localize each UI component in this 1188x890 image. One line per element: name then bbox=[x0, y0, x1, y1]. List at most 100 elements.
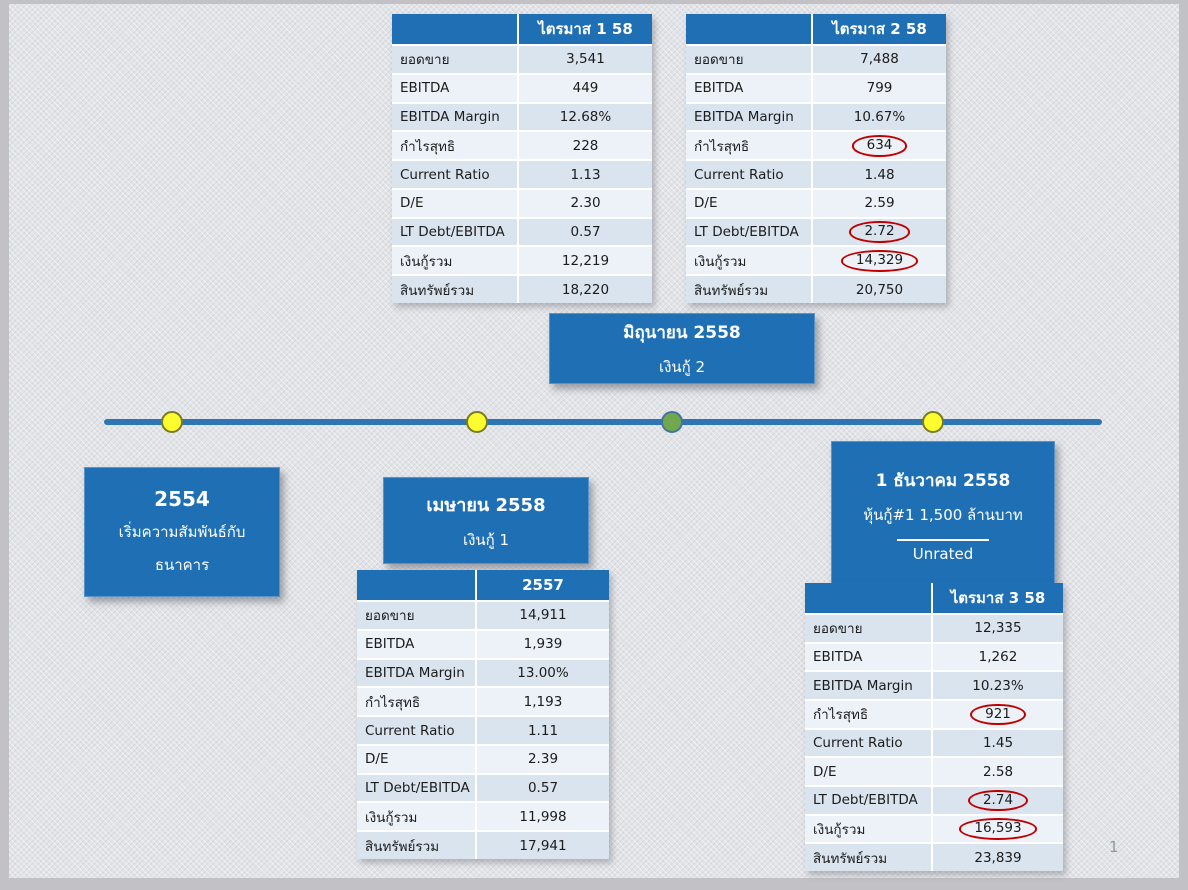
value-text: 12,219 bbox=[561, 252, 610, 269]
value-text: 10.67% bbox=[853, 108, 906, 125]
table-row: กำไรสุทธิ 228 bbox=[392, 130, 652, 160]
row-value: 799 bbox=[813, 74, 946, 102]
row-label: EBITDA Margin bbox=[357, 659, 477, 687]
timeline-dot-june-2558 bbox=[661, 411, 683, 433]
row-value: 1,193 bbox=[477, 688, 609, 716]
row-value: 20,750 bbox=[813, 276, 946, 304]
row-value: 1.13 bbox=[519, 161, 652, 188]
event-rating: Unrated bbox=[912, 545, 974, 563]
value-text: 3,541 bbox=[566, 51, 605, 68]
circled-value: 634 bbox=[851, 134, 908, 157]
table-row: สินทรัพย์รวม 18,220 bbox=[392, 274, 652, 304]
row-label: LT Debt/EBITDA bbox=[357, 774, 477, 802]
table-row: กำไรสุทธิ921 bbox=[805, 699, 1063, 728]
header-title: ไตรมาส 3 58 bbox=[950, 589, 1046, 607]
table-row: กำไรสุทธิ634 bbox=[686, 130, 946, 160]
timeline-axis bbox=[104, 419, 1102, 425]
row-label: ยอดขาย bbox=[392, 46, 519, 73]
row-value: 1.45 bbox=[933, 729, 1063, 757]
circled-value: 16,593 bbox=[959, 818, 1037, 840]
row-label: EBITDA Margin bbox=[805, 672, 933, 700]
row-label: Current Ratio bbox=[686, 161, 813, 188]
row-label: EBITDA bbox=[805, 643, 933, 671]
row-label: สินทรัพย์รวม bbox=[392, 276, 519, 304]
page-number: 1 bbox=[1109, 838, 1119, 856]
row-label: D/E bbox=[357, 745, 477, 773]
value-text: 1.45 bbox=[982, 735, 1014, 752]
value-text: 10.23% bbox=[972, 677, 1024, 694]
row-label: สินทรัพย์รวม bbox=[686, 276, 813, 304]
row-value: 634 bbox=[813, 132, 946, 160]
value-text: 1,262 bbox=[978, 649, 1018, 665]
table-row: Current Ratio 1.13 bbox=[392, 159, 652, 188]
circled-value: 14,329 bbox=[840, 250, 919, 272]
event-subtitle: หุ้นกู้#1 1,500 ล้านบาท bbox=[863, 506, 1023, 524]
event-title: มิถุนายน 2558 bbox=[623, 322, 741, 343]
event-title: เมษายน 2558 bbox=[426, 494, 546, 516]
header-title: ไตรมาส 2 58 bbox=[832, 20, 927, 38]
row-label: LT Debt/EBITDA bbox=[805, 787, 933, 814]
row-value: 2.39 bbox=[477, 745, 609, 773]
row-value: 12,219 bbox=[519, 247, 652, 275]
row-label: เงินกู้รวม bbox=[357, 803, 477, 831]
row-value: 18,220 bbox=[519, 276, 652, 304]
row-label: EBITDA bbox=[357, 630, 477, 658]
value-text: 14,911 bbox=[519, 607, 567, 624]
circled-value: 2.74 bbox=[967, 789, 1029, 812]
table-header: 2557 bbox=[357, 570, 609, 600]
header-spacer bbox=[805, 583, 933, 613]
row-label: Current Ratio bbox=[392, 161, 519, 188]
table-row: ยอดขาย 3,541 bbox=[392, 44, 652, 73]
header-spacer bbox=[392, 14, 519, 44]
event-title: 2554 bbox=[154, 487, 210, 511]
value-text: 1,939 bbox=[523, 636, 563, 653]
table-row: D/E 2.30 bbox=[392, 187, 652, 217]
row-label: EBITDA bbox=[392, 74, 519, 102]
row-value: 2.72 bbox=[813, 218, 946, 246]
row-label: เงินกู้รวม bbox=[686, 247, 813, 275]
row-label: ยอดขาย bbox=[805, 615, 933, 642]
value-text: 12,335 bbox=[974, 620, 1022, 637]
header-title: 2557 bbox=[522, 576, 564, 594]
row-label: Current Ratio bbox=[805, 729, 933, 757]
event-title: 1 ธันวาคม 2558 bbox=[875, 471, 1011, 491]
table-row: Current Ratio 1.48 bbox=[686, 159, 946, 188]
row-value: 14,911 bbox=[477, 602, 609, 629]
event-line: ธนาคาร bbox=[154, 556, 210, 574]
value-text: 13.00% bbox=[517, 664, 569, 681]
row-label: Current Ratio bbox=[357, 717, 477, 744]
value-text: 228 bbox=[572, 137, 599, 154]
row-label: D/E bbox=[392, 189, 519, 217]
row-value: 13.00% bbox=[477, 659, 609, 687]
timeline-dot-2554 bbox=[161, 411, 183, 433]
row-label: กำไรสุทธิ bbox=[392, 132, 519, 160]
row-value: 2.58 bbox=[933, 758, 1063, 786]
value-text: 799 bbox=[866, 80, 893, 97]
row-value: 0.57 bbox=[477, 774, 609, 802]
value-text: 2.30 bbox=[570, 195, 601, 212]
value-text: 23,839 bbox=[974, 849, 1022, 866]
value-text: 18,220 bbox=[561, 281, 610, 298]
table-row: EBITDA Margin 13.00% bbox=[357, 657, 609, 687]
divider-line bbox=[897, 539, 989, 541]
row-label: เงินกู้รวม bbox=[805, 815, 933, 843]
value-text: 2.39 bbox=[527, 751, 559, 768]
value-text: 1.13 bbox=[570, 166, 601, 183]
row-value: 7,488 bbox=[813, 46, 946, 73]
row-value: 1.11 bbox=[477, 717, 609, 744]
row-label: เงินกู้รวม bbox=[392, 247, 519, 275]
row-value: 11,998 bbox=[477, 803, 609, 831]
value-text: 12.68% bbox=[559, 108, 612, 125]
row-value: 10.23% bbox=[933, 672, 1063, 700]
row-value: 2.74 bbox=[933, 787, 1063, 814]
timeline-dot-december-2558 bbox=[922, 411, 944, 433]
value-text: 1.48 bbox=[864, 166, 895, 183]
